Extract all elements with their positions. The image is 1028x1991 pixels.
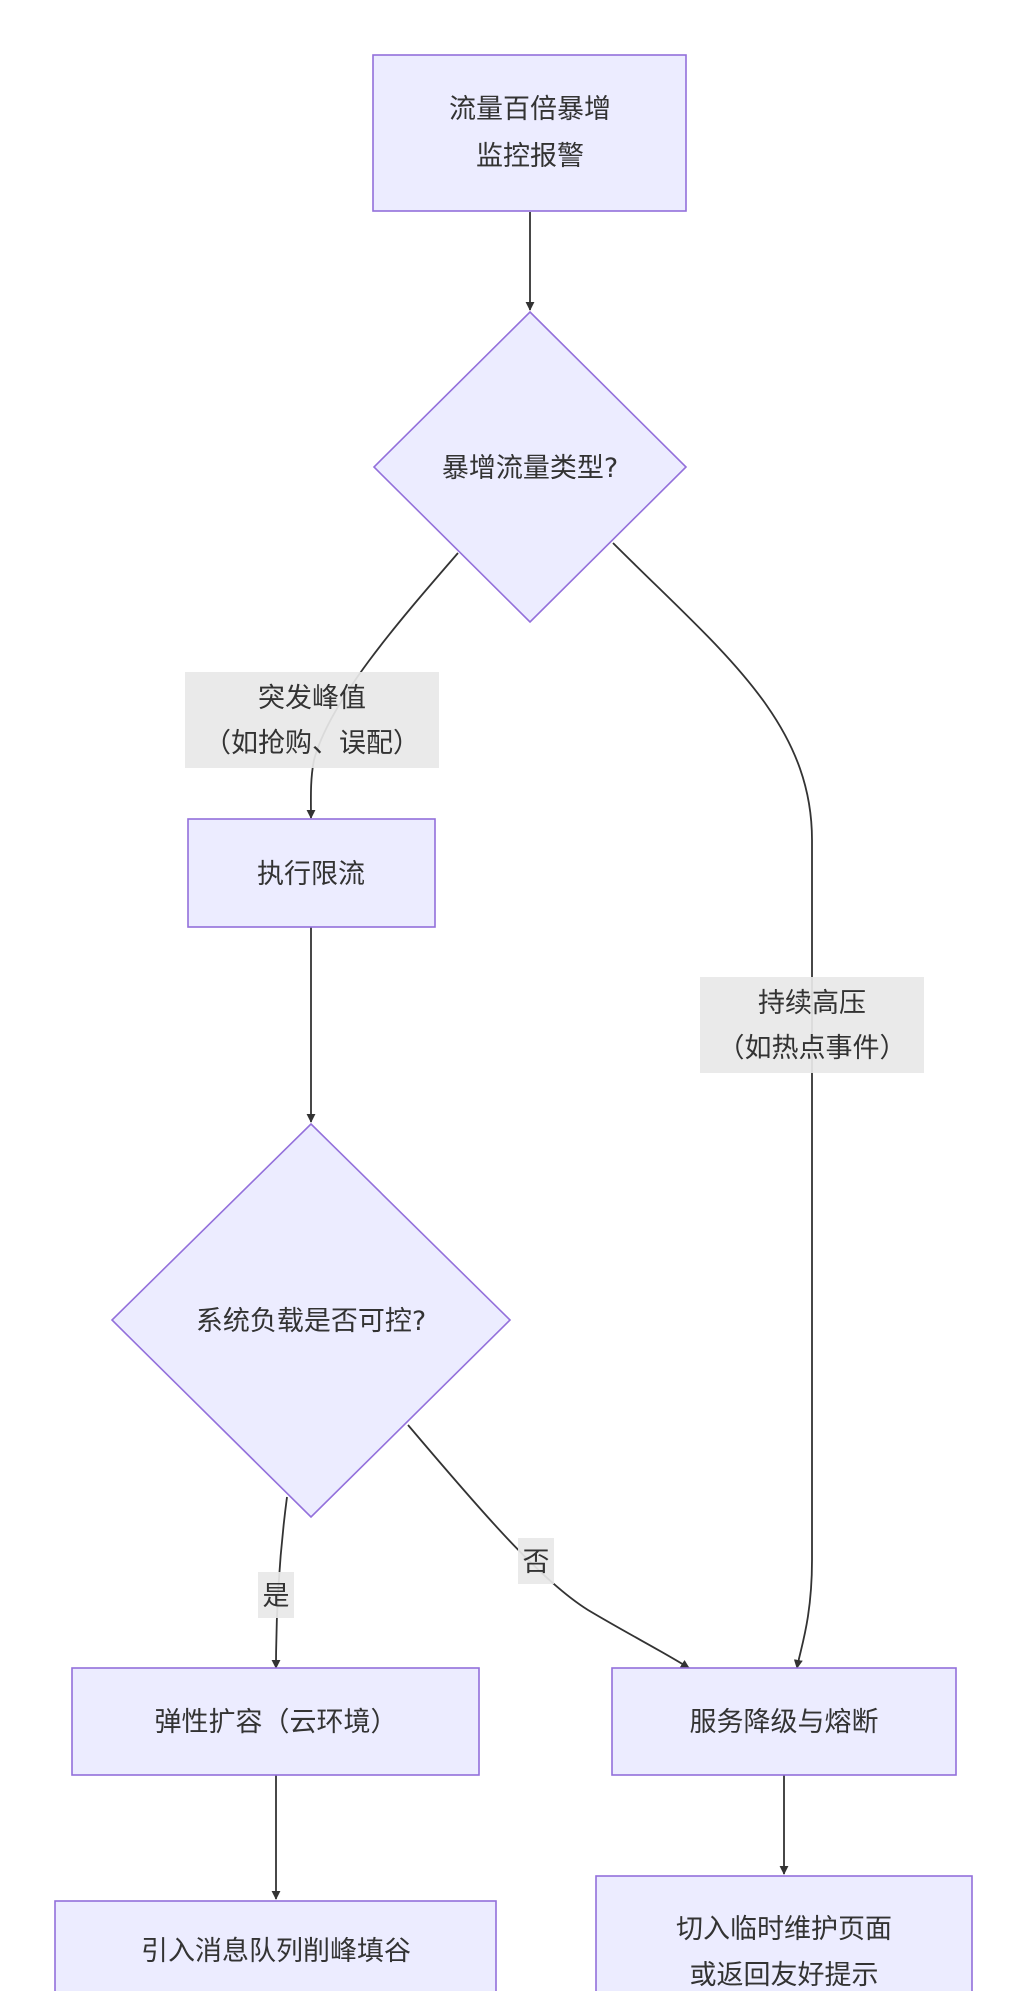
node-label-line: 系统负载是否可控? bbox=[196, 1306, 426, 1337]
node-label-line: 流量百倍暴增 bbox=[449, 94, 611, 125]
decision-diamond bbox=[372, 310, 688, 624]
edge-label-bg bbox=[700, 977, 924, 1073]
node-elastic-scale: 弹性扩容（云环境） bbox=[71, 1667, 480, 1776]
edge-label-line: 持续高压 bbox=[758, 988, 866, 1019]
node-label-line: 引入消息队列削峰填谷 bbox=[141, 1936, 411, 1967]
edge-label-bg bbox=[518, 1538, 554, 1584]
edge-label-line: （如热点事件） bbox=[718, 1033, 907, 1064]
node-label-line: 执行限流 bbox=[257, 859, 365, 890]
node-box bbox=[372, 54, 687, 212]
decision-diamond bbox=[110, 1122, 512, 1519]
node-box bbox=[595, 1875, 973, 1991]
node-label-line: 切入临时维护页面 bbox=[676, 1914, 892, 1945]
node-box bbox=[187, 818, 436, 928]
node-label-line: 弹性扩容（云环境） bbox=[155, 1707, 398, 1738]
node-label-line: 暴增流量类型? bbox=[442, 453, 618, 484]
node-box bbox=[71, 1667, 480, 1776]
edge-label-burst-peak: 突发峰值 （如抢购、误配） bbox=[185, 672, 439, 768]
node-label-line: 监控报警 bbox=[476, 141, 584, 172]
node-label-line: 服务降级与熔断 bbox=[690, 1707, 879, 1738]
edge-label-bg bbox=[258, 1572, 294, 1618]
node-label-line: 或返回友好提示 bbox=[690, 1960, 879, 1991]
edge-type-to-degrade bbox=[612, 542, 813, 1669]
edge-label-line: （如抢购、误配） bbox=[204, 728, 420, 759]
edge-label-line: 是 bbox=[263, 1581, 290, 1612]
node-maintenance-page: 切入临时维护页面 或返回友好提示 bbox=[595, 1875, 973, 1991]
node-degrade-fuse: 服务降级与熔断 bbox=[611, 1667, 957, 1776]
node-monitor-alert: 流量百倍暴增 监控报警 bbox=[372, 54, 687, 212]
edge-label-sustained-pressure: 持续高压 （如热点事件） bbox=[700, 977, 924, 1073]
edge-label-bg bbox=[185, 672, 439, 768]
edge-label-no: 否 bbox=[518, 1538, 554, 1584]
edge-label-line: 突发峰值 bbox=[258, 683, 366, 714]
edge-label-yes: 是 bbox=[258, 1572, 294, 1618]
node-message-queue: 引入消息队列削峰填谷 bbox=[54, 1900, 497, 1991]
node-rate-limit: 执行限流 bbox=[187, 818, 436, 928]
node-box bbox=[611, 1667, 957, 1776]
node-traffic-type: 暴增流量类型? bbox=[372, 310, 688, 624]
edge-load-check-no bbox=[407, 1424, 690, 1669]
node-load-check: 系统负载是否可控? bbox=[110, 1122, 512, 1519]
node-box bbox=[54, 1900, 497, 1991]
edge-label-line: 否 bbox=[523, 1547, 550, 1578]
